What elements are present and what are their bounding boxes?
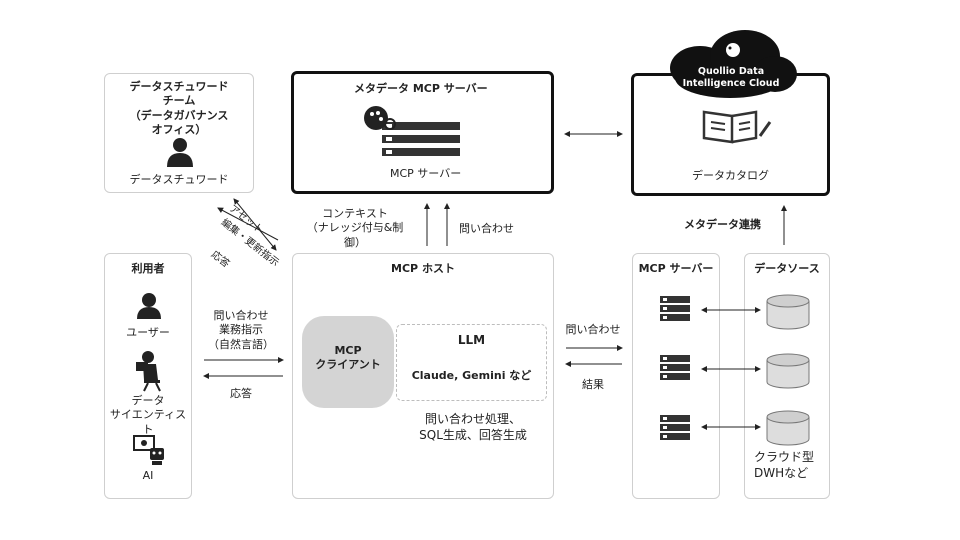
query-up-label: 問い合わせ <box>459 222 514 235</box>
data-catalog-book-icon <box>702 110 772 144</box>
right-mcp-server-box: MCP サーバー <box>632 253 720 499</box>
database-icon <box>766 294 810 330</box>
mcp-host-box: MCP ホスト MCP クライアント LLM Claude, Gemini など… <box>292 253 554 499</box>
server-rack-icon <box>364 106 460 156</box>
metadata-mcp-server-title: メタデータ MCP サーバー <box>354 82 488 95</box>
data-scientist-label: データ サイエンティスト <box>109 394 187 436</box>
metadata-mcp-server-box: メタデータ MCP サーバー MCP サーバー <box>291 71 554 194</box>
mcp-host-title: MCP ホスト <box>391 262 455 275</box>
llm-title: LLM <box>457 333 486 347</box>
mcp-client-label: MCP クライアント <box>315 344 381 372</box>
steward-team-box: データスチュワード チーム （データガバナンス オフィス） データスチュワード <box>104 73 254 193</box>
data-scientist-icon <box>136 351 161 392</box>
metadata-link-label: メタデータ連携 <box>684 218 761 231</box>
steward-role-label: データスチュワード <box>129 173 229 186</box>
users-title: 利用者 <box>131 262 165 275</box>
users-box: 利用者 ユーザー データ サイエンティスト AI <box>104 253 192 499</box>
server-icon <box>660 355 690 380</box>
processing-label: 問い合わせ処理、 SQL生成、回答生成 <box>419 412 527 442</box>
context-label: コンテキスト （ナレッジ付与&制御） <box>306 207 404 249</box>
server-icon <box>660 296 690 321</box>
quollio-cloud-label: Quollio Data Intelligence Cloud <box>682 66 780 89</box>
user-icon <box>137 293 161 319</box>
mcp-server-label: MCP サーバー <box>390 167 462 180</box>
right-mcp-server-title: MCP サーバー <box>638 262 714 275</box>
mcp-client-box: MCP クライアント <box>302 316 394 408</box>
host-result-label: 結果 <box>582 378 604 391</box>
data-source-title: データソース <box>754 262 820 275</box>
server-icon <box>660 415 690 440</box>
database-icon <box>766 353 810 389</box>
steward-team-title: データスチュワード チーム （データガバナンス オフィス） <box>129 80 229 136</box>
user-label: ユーザー <box>126 326 170 339</box>
person-icon <box>167 138 193 167</box>
data-source-box: データソース クラウド型 DWHなど <box>744 253 830 499</box>
ai-label: AI <box>142 469 154 482</box>
host-query-label: 問い合わせ <box>565 323 621 336</box>
database-icon <box>766 410 810 446</box>
llm-box: LLM Claude, Gemini など <box>396 324 547 401</box>
llm-models: Claude, Gemini など <box>411 369 532 382</box>
data-catalog-label: データカタログ <box>692 169 769 182</box>
cloud-dwh-label: クラウド型 DWHなど <box>754 450 815 480</box>
ai-robot-icon <box>133 435 164 465</box>
user-response-label: 応答 <box>230 387 252 400</box>
user-query-label: 問い合わせ 業務指示 （自然言語） <box>208 309 274 351</box>
